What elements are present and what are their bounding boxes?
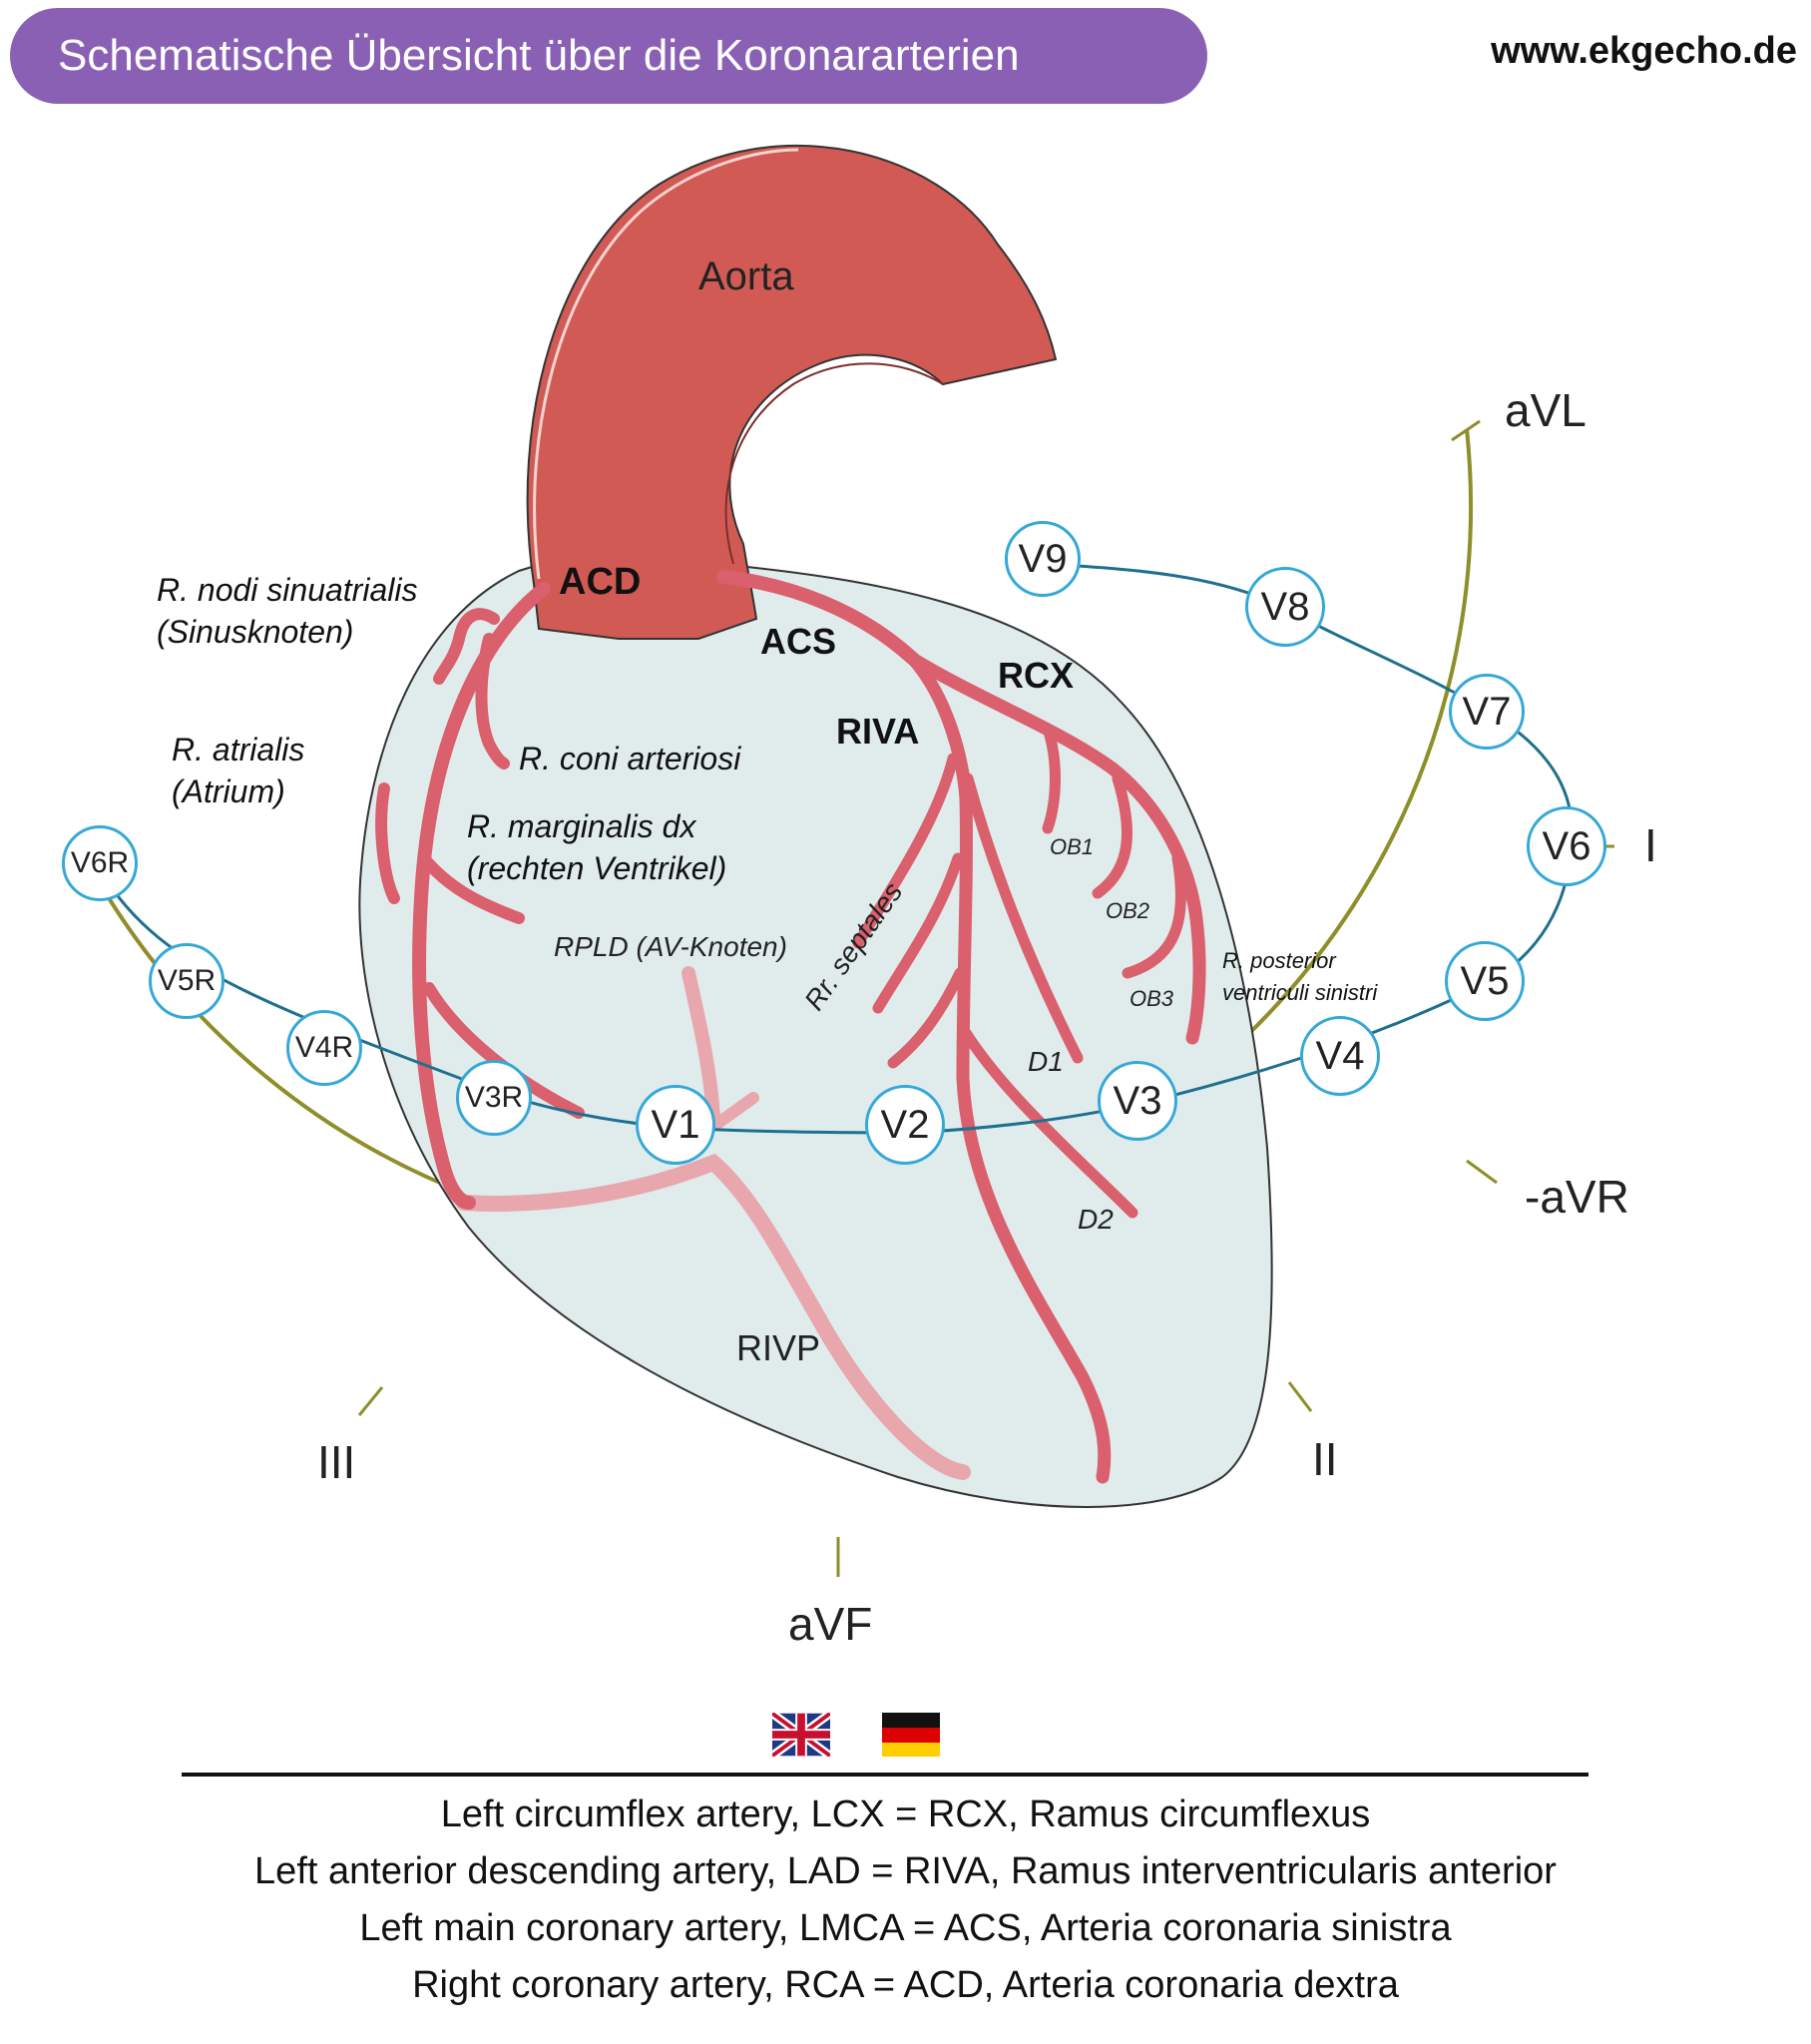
legend-item: Left circumflex artery, LCX = RCX, Ramus… (440, 1793, 1371, 1835)
tick-ii (1287, 1381, 1313, 1412)
uk-flag-icon (769, 1710, 833, 1760)
aorta-highlight (533, 148, 799, 580)
label-posterior-2: ventriculi sinistri (1222, 980, 1378, 1005)
label-coni: R. coni arteriosi (519, 741, 741, 776)
german-flag-icon (882, 1713, 940, 1757)
tick-iii (357, 1386, 384, 1416)
page-title: Schematische Übersicht über die Koronara… (58, 31, 1020, 80)
d1-artery (962, 772, 1084, 1064)
lead-circle-v7: V7 (1449, 674, 1525, 750)
label-d1: D1 (1028, 1046, 1064, 1077)
lead-circle-v3r: V3R (456, 1060, 532, 1136)
label-rpld: RPLD (AV-Knoten) (554, 931, 787, 962)
lead-circle-v3: V3 (1098, 1061, 1177, 1141)
aorta (526, 145, 1058, 640)
r-ventricle-branch (423, 982, 585, 1119)
label-ob1: OB1 (1050, 834, 1095, 859)
ob2-artery (1092, 772, 1132, 899)
label-marginalis-1: R. marginalis dx (467, 808, 696, 844)
title-banner: Schematische Übersicht über die Koronara… (10, 8, 1207, 104)
label-aorta: Aorta (698, 255, 794, 298)
rivp-artery (456, 1153, 971, 1480)
label-rcx: RCX (998, 655, 1075, 696)
septal-branch-1 (852, 753, 959, 949)
lead-circle-v1: V1 (636, 1085, 715, 1165)
label-posterior-1: R. posterior (1222, 948, 1336, 973)
label-acd: ACD (559, 561, 642, 603)
lead-circle-v8: V8 (1245, 567, 1325, 647)
r-nodi-sinuatrialis (433, 608, 500, 685)
legend: Left circumflex artery, LCX = RCX, Ramus… (0, 1787, 1811, 2014)
legend-item: Left anterior descending artery, LAD = R… (254, 1850, 1557, 1892)
d2-artery (960, 1027, 1138, 1219)
lead-circle-v6: V6 (1527, 806, 1606, 886)
legend-item: Left main coronary artery, LMCA = ACS, A… (359, 1907, 1452, 1949)
lead-circle-v6r: V6R (62, 825, 138, 901)
label-rivp: RIVP (736, 1327, 821, 1368)
lead-circle-v5: V5 (1445, 941, 1525, 1021)
legend-divider (182, 1773, 1588, 1777)
septal-branch-2 (872, 852, 964, 1014)
rpld-artery (681, 966, 720, 1125)
lead-label-ii: II (1312, 1433, 1338, 1485)
tick-avl (1451, 419, 1481, 442)
label-nodi-1: R. nodi sinuatrialis (157, 572, 418, 608)
lead-circle-v4: V4 (1300, 1016, 1380, 1096)
label-atrialis-2: (Atrium) (172, 773, 285, 809)
label-acs: ACS (760, 621, 837, 662)
lead-label-avl: aVL (1505, 384, 1586, 436)
right-coronary-arteries (375, 582, 585, 1210)
lead-circle-v9: V9 (1005, 521, 1081, 597)
acs-main (716, 570, 920, 666)
aorta-inner-edge (724, 362, 944, 565)
legend-item: Right coronary artery, RCA = ACD, Arteri… (412, 1964, 1399, 2006)
heart-silhouette (358, 556, 1273, 1508)
ob3-artery (1122, 852, 1186, 979)
septal-branch-3 (887, 967, 966, 1069)
label-ob3: OB3 (1130, 986, 1174, 1011)
label-atrialis-1: R. atrialis (172, 732, 305, 767)
website-label: www.ekgecho.de (1491, 30, 1797, 72)
tick-minus-avr (1466, 1159, 1498, 1185)
riva-artery (906, 652, 1112, 1484)
lead-label-avf: aVF (788, 1598, 873, 1650)
lead-circle-v2: V2 (865, 1085, 945, 1165)
lead-circle-v4r: V4R (286, 1010, 362, 1086)
label-ob2: OB2 (1106, 898, 1150, 923)
label-nodi-2: (Sinusknoten) (157, 614, 354, 650)
r-marginalis-dx (418, 852, 525, 924)
left-coronary-arteries (716, 570, 1206, 1484)
r-coni-arteriosi (475, 633, 510, 769)
lead-label-iii: III (317, 1436, 356, 1488)
lead-label-minus-avr: -aVR (1525, 1171, 1629, 1223)
rcx-artery (906, 652, 1206, 1045)
ob1-artery (1042, 723, 1061, 834)
lead-circle-v5r: V5R (149, 943, 225, 1019)
label-riva: RIVA (836, 711, 920, 752)
lead-label-i: I (1644, 819, 1657, 871)
label-d2: D2 (1078, 1204, 1114, 1235)
r-atrialis (375, 782, 400, 904)
label-marginalis-2: (rechten Ventrikel) (467, 850, 727, 886)
